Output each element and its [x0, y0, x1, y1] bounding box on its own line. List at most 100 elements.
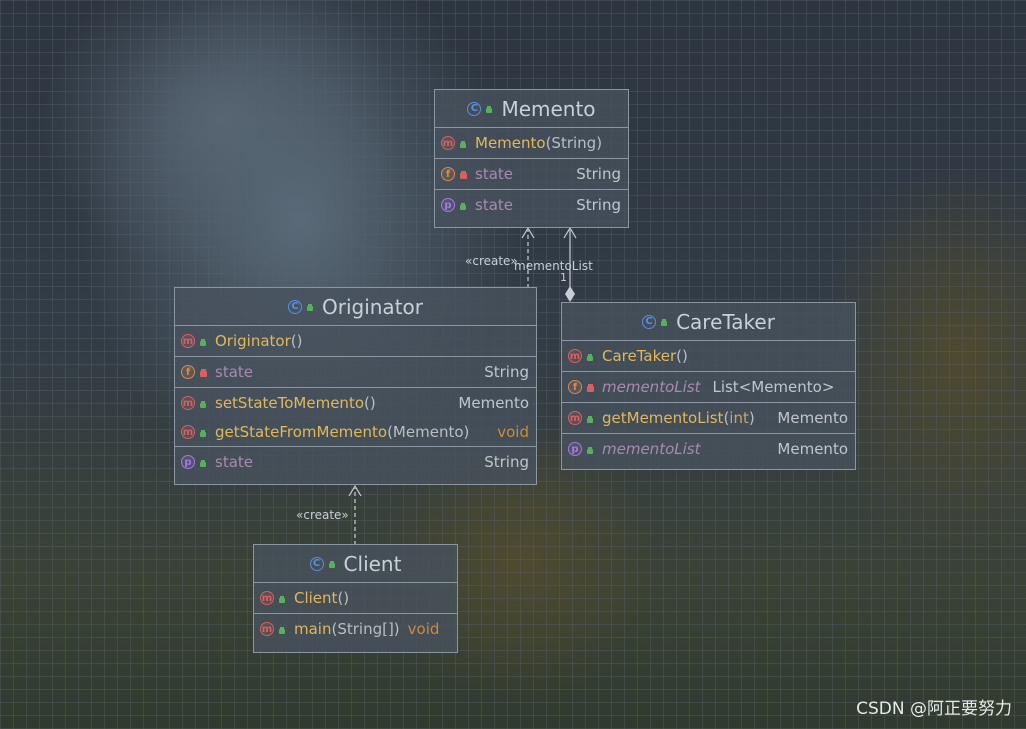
class-node-originator[interactable]: C Originator m Originator () f state Str… [174, 287, 537, 485]
public-visibility-icon [458, 200, 468, 210]
member-row[interactable]: m Memento (String) [435, 128, 628, 158]
member-name: setStateToMemento [215, 394, 364, 412]
public-visibility-icon [277, 624, 287, 634]
member-params: () [291, 332, 303, 350]
member-type: String [576, 196, 621, 214]
member-params: (int) [723, 409, 754, 427]
method-icon: m [260, 591, 274, 605]
member-params: () [676, 347, 688, 365]
params-close: ) [749, 409, 755, 427]
property-icon: p [181, 455, 195, 469]
class-header: C CareTaker [562, 303, 855, 341]
class-icon: C [642, 315, 656, 329]
member-type: Memento [777, 440, 848, 458]
public-visibility-icon [198, 457, 208, 467]
method-icon: m [181, 396, 195, 410]
member-row[interactable]: f state String [435, 159, 628, 189]
member-row[interactable]: m main (String[]) void [254, 614, 457, 644]
member-name: state [475, 196, 513, 214]
member-row[interactable]: p mementoList Memento [562, 434, 855, 464]
constructors-section: m CareTaker () [562, 341, 855, 372]
multiplicity-label: 1 [560, 271, 567, 284]
member-params: (String) [546, 134, 602, 152]
class-name: CareTaker [676, 310, 775, 334]
create-stereotype-label: «create» [296, 508, 349, 522]
param-type: int [729, 409, 749, 427]
member-row[interactable]: p state String [435, 190, 628, 220]
member-row[interactable]: f state String [175, 357, 536, 387]
method-icon: m [441, 136, 455, 150]
member-params: (String[]) [331, 620, 399, 638]
public-visibility-icon [327, 559, 337, 569]
properties-section: p mementoList Memento [562, 434, 855, 464]
member-name: CareTaker [602, 347, 676, 365]
methods-section: m getMementoList (int) Memento [562, 403, 855, 434]
field-icon: f [568, 380, 582, 394]
class-node-caretaker[interactable]: C CareTaker m CareTaker () f mementoList… [561, 302, 856, 470]
member-params: (Memento) [387, 423, 469, 441]
public-visibility-icon [198, 398, 208, 408]
method-icon: m [181, 425, 195, 439]
method-icon: m [260, 622, 274, 636]
member-name: state [215, 363, 253, 381]
method-icon: m [181, 334, 195, 348]
fields-section: f mementoList List<Memento> [562, 372, 855, 403]
class-name: Memento [501, 97, 595, 121]
member-name: Client [294, 589, 337, 607]
public-visibility-icon [198, 427, 208, 437]
public-visibility-icon [585, 413, 595, 423]
member-row[interactable]: m Client () [254, 583, 457, 613]
role-label-mementolist: mementoList [514, 259, 593, 273]
member-row[interactable]: m setStateToMemento () Memento [175, 388, 536, 418]
properties-section: p state String [435, 190, 628, 220]
public-visibility-icon [277, 593, 287, 603]
property-icon: p [441, 198, 455, 212]
fields-section: f state String [175, 357, 536, 388]
member-row[interactable]: f mementoList List<Memento> [562, 372, 855, 402]
class-node-client[interactable]: C Client m Client () m main (String[]) v… [253, 544, 458, 653]
class-node-memento[interactable]: C Memento m Memento (String) f state Str… [434, 89, 629, 228]
member-name: mementoList [602, 440, 700, 458]
member-name: Originator [215, 332, 291, 350]
public-visibility-icon [659, 317, 669, 327]
member-params: () [337, 589, 349, 607]
public-visibility-icon [458, 138, 468, 148]
member-name: state [475, 165, 513, 183]
member-name: mementoList [602, 378, 700, 396]
fields-section: f state String [435, 159, 628, 190]
class-header: C Originator [175, 288, 536, 326]
member-row[interactable]: m Originator () [175, 326, 536, 356]
member-params: () [364, 394, 376, 412]
member-type: void [497, 423, 529, 441]
member-type: Memento [777, 409, 848, 427]
member-type: String [484, 453, 529, 471]
watermark: CSDN @阿正要努力 [856, 694, 1012, 719]
public-visibility-icon [585, 351, 595, 361]
class-name: Client [344, 552, 402, 576]
constructors-section: m Memento (String) [435, 128, 628, 159]
member-name: main [294, 620, 331, 638]
public-visibility-icon [484, 104, 494, 114]
member-row[interactable]: p state String [175, 447, 536, 477]
member-name: Memento [475, 134, 546, 152]
member-row[interactable]: m CareTaker () [562, 341, 855, 371]
field-icon: f [441, 167, 455, 181]
field-icon: f [181, 365, 195, 379]
private-visibility-icon [198, 367, 208, 377]
properties-section: p state String [175, 447, 536, 477]
member-name: getStateFromMemento [215, 423, 387, 441]
member-type: Memento [458, 394, 529, 412]
private-visibility-icon [458, 169, 468, 179]
methods-section: m main (String[]) void [254, 614, 457, 644]
class-header: C Client [254, 545, 457, 583]
method-icon: m [568, 349, 582, 363]
member-name: state [215, 453, 253, 471]
member-row[interactable]: m getStateFromMemento (Memento) void [175, 418, 536, 446]
class-icon: C [310, 557, 324, 571]
member-row[interactable]: m getMementoList (int) Memento [562, 403, 855, 433]
constructors-section: m Client () [254, 583, 457, 614]
public-visibility-icon [585, 444, 595, 454]
methods-section: m setStateToMemento () Memento m getStat… [175, 388, 536, 447]
public-visibility-icon [198, 336, 208, 346]
member-type: String [576, 165, 621, 183]
